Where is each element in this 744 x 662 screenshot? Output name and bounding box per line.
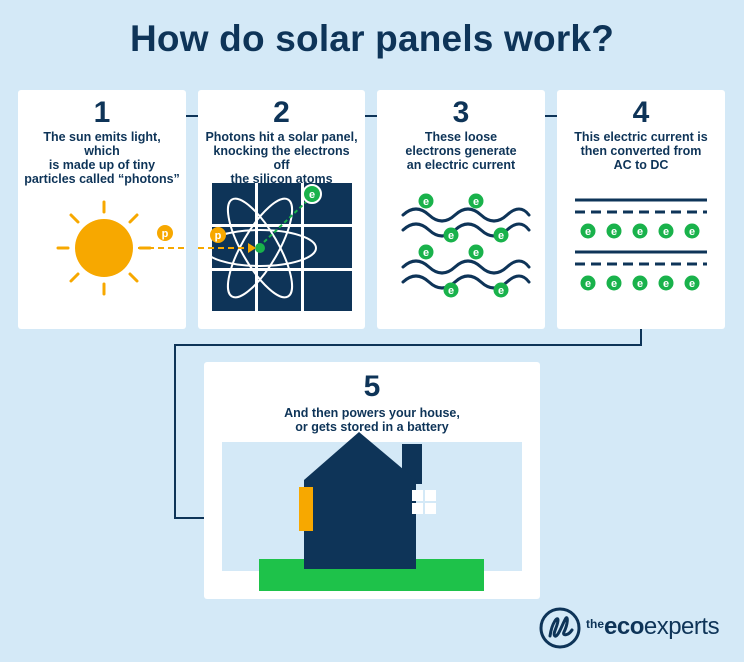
svg-text:e: e	[448, 285, 454, 297]
step-description: This electric current is then converted …	[574, 130, 708, 172]
brand-logo: theecoexperts	[538, 604, 738, 650]
electron-icon: e	[443, 227, 459, 243]
photon-icon: p	[157, 225, 173, 241]
window-icon	[412, 490, 436, 514]
logo-icon	[539, 607, 581, 649]
electron-icon: e	[493, 282, 509, 298]
electron-icon: e	[468, 193, 484, 209]
svg-text:e: e	[689, 278, 695, 290]
svg-text:p: p	[162, 228, 169, 240]
step-description: The sun emits light, which is made up of…	[24, 130, 180, 186]
electron-icon: e	[632, 223, 648, 239]
wave-icon	[401, 207, 531, 290]
svg-text:e: e	[585, 278, 591, 290]
house-illustration	[222, 432, 522, 591]
step-description: And then powers your house, or gets stor…	[284, 406, 460, 434]
svg-text:e: e	[498, 230, 504, 242]
electron-icon: e	[443, 282, 459, 298]
svg-text:e: e	[473, 247, 479, 259]
electron-icon: e	[684, 275, 700, 291]
solar-panel-illustration: p e	[198, 183, 352, 311]
electron-icon: e	[302, 184, 322, 204]
svg-text:e: e	[309, 189, 315, 201]
battery-icon	[299, 487, 313, 531]
house-icon	[304, 432, 422, 569]
step-card-3: 3 These loose electrons generate an elec…	[377, 90, 545, 329]
svg-text:e: e	[473, 196, 479, 208]
svg-text:e: e	[448, 230, 454, 242]
sun-icon	[56, 200, 152, 296]
electron-icon: e	[418, 193, 434, 209]
svg-text:e: e	[423, 196, 429, 208]
svg-text:e: e	[663, 278, 669, 290]
electron-icon: e	[418, 244, 434, 260]
logo-wordmark: theecoexperts	[586, 613, 720, 640]
svg-text:e: e	[585, 226, 591, 238]
step-card-1: 1 The sun emits light, which is made up …	[18, 90, 186, 329]
dc-illustration: e e e e e e e e e e	[575, 198, 707, 291]
svg-text:e: e	[498, 285, 504, 297]
step-description: Photons hit a solar panel, knocking the …	[205, 130, 358, 186]
electron-icon: e	[606, 223, 622, 239]
page-title: How do solar panels work?	[129, 18, 615, 59]
svg-text:e: e	[637, 278, 643, 290]
step-number: 4	[632, 96, 650, 129]
electron-icon: e	[468, 244, 484, 260]
electron-icon: e	[606, 275, 622, 291]
electron-icon: e	[684, 223, 700, 239]
electron-icon: e	[580, 275, 596, 291]
svg-text:e: e	[611, 226, 617, 238]
electron-icon: e	[493, 227, 509, 243]
electron-icon: e	[632, 275, 648, 291]
electron-icon: e	[580, 223, 596, 239]
step-number: 3	[452, 96, 470, 129]
svg-text:p: p	[215, 230, 222, 242]
step-description: These loose electrons generate an electr…	[405, 130, 517, 172]
atom-nucleus	[255, 243, 265, 253]
step-card-2: 2 Photons hit a solar panel, knocking th…	[198, 90, 365, 329]
svg-text:e: e	[423, 247, 429, 259]
step-number: 2	[273, 96, 290, 129]
step-card-4: 4 This electric current is then converte…	[557, 90, 725, 329]
svg-text:e: e	[689, 226, 695, 238]
photon-icon: p	[210, 227, 226, 243]
current-illustration: e e e e e e e e	[401, 193, 531, 298]
svg-text:e: e	[663, 226, 669, 238]
electron-icon: e	[658, 223, 674, 239]
svg-text:e: e	[637, 226, 643, 238]
step-number: 1	[93, 96, 111, 129]
step-card-5: 5 And then powers your house, or gets st…	[204, 362, 540, 599]
svg-text:e: e	[611, 278, 617, 290]
electron-icon: e	[658, 275, 674, 291]
step-number: 5	[363, 370, 381, 403]
sun-illustration: p	[56, 200, 186, 296]
